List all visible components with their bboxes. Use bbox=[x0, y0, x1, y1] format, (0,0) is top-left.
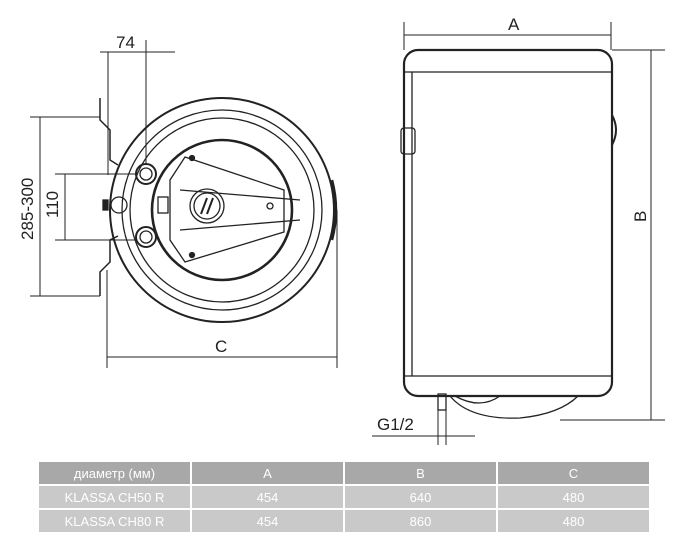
cell: 480 bbox=[498, 486, 649, 508]
top-view bbox=[99, 97, 338, 323]
header-cell: A bbox=[192, 462, 343, 484]
dimensions-table: диаметр (мм) A B C KLASSA CH50 R 454 640… bbox=[37, 460, 651, 534]
side-view bbox=[400, 48, 617, 419]
dim-74: 74 bbox=[116, 33, 135, 52]
table-header: диаметр (мм) A B C bbox=[39, 462, 649, 484]
table-row: KLASSA CH80 R 454 860 480 bbox=[39, 510, 649, 532]
cell: 454 bbox=[192, 486, 343, 508]
cell: 480 bbox=[498, 510, 649, 532]
dim-c: C bbox=[215, 337, 227, 356]
table-row: KLASSA CH50 R 454 640 480 bbox=[39, 486, 649, 508]
cell: 860 bbox=[345, 510, 496, 532]
dim-a: A bbox=[508, 15, 520, 34]
cell: 454 bbox=[192, 510, 343, 532]
cell: KLASSA CH50 R bbox=[39, 486, 190, 508]
header-cell: B bbox=[345, 462, 496, 484]
cell: KLASSA CH80 R bbox=[39, 510, 190, 532]
top-view-dimensions bbox=[30, 40, 338, 368]
dim-b: B bbox=[631, 211, 650, 222]
header-cell: диаметр (мм) bbox=[39, 462, 190, 484]
cell: 640 bbox=[345, 486, 496, 508]
side-view-dimensions bbox=[372, 22, 665, 445]
dim-g1-2: G1/2 bbox=[377, 415, 414, 434]
dim-110: 110 bbox=[43, 191, 62, 218]
technical-drawing: 74 285-300 110 C A B G1/2 bbox=[18, 15, 665, 445]
header-cell: C bbox=[498, 462, 649, 484]
dim-285-300: 285-300 bbox=[18, 178, 37, 240]
